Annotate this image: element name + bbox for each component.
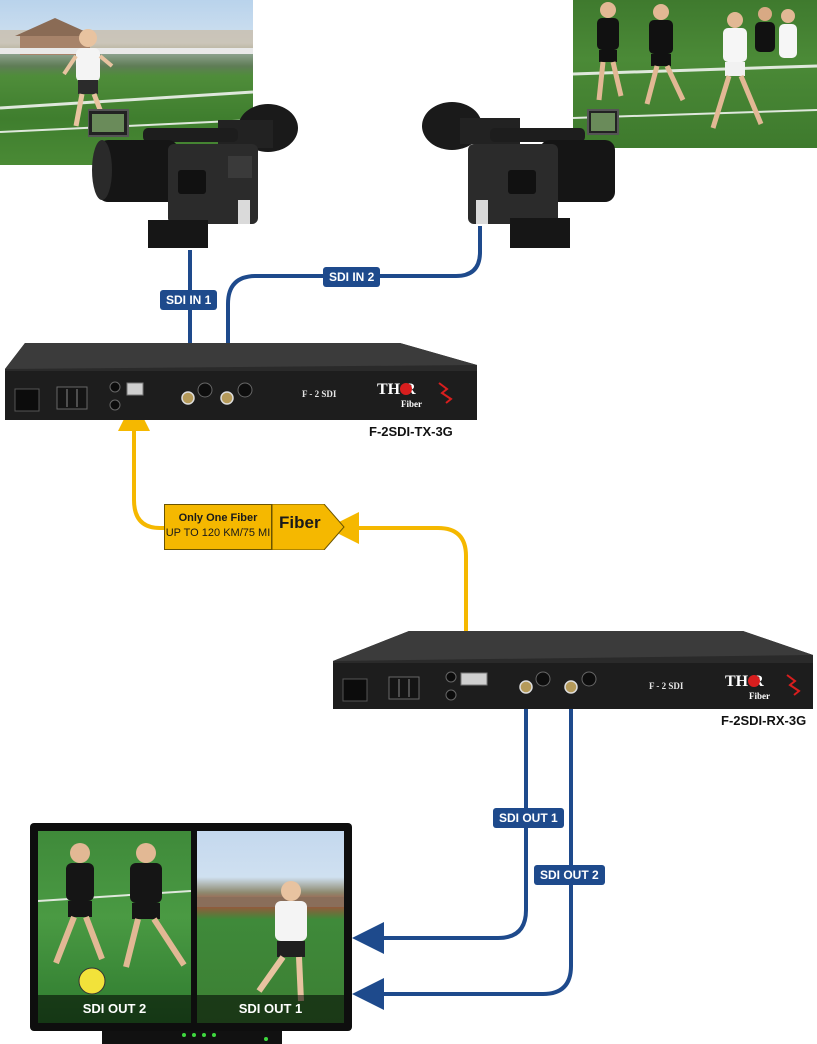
sdi-in-1-tag: SDI IN 1 (160, 290, 218, 310)
sdi-out-1-line (352, 690, 528, 954)
sdi-out-2-tag: SDI OUT 2 (534, 865, 605, 885)
receiver-brand-ball-icon (748, 675, 760, 687)
camera-1-scene-photo (0, 0, 253, 165)
fiber-line-tx (118, 399, 164, 530)
receiver-panel-text: F - 2 SDI (649, 681, 684, 691)
fiber-info-line1: Only One Fiber (178, 512, 258, 524)
fiber-info-line2: UP TO 120 KM/75 MI (165, 527, 271, 539)
monitor-stand (102, 1031, 282, 1044)
receiver-model-label: F-2SDI-RX-3G (721, 713, 807, 728)
monitor: SDI OUT 2 SDI OUT 1 (30, 823, 352, 1031)
camera-2-icon (422, 102, 619, 248)
fiber-info-box: Only One Fiber UP TO 120 KM/75 MI (164, 504, 272, 550)
monitor-screen-left: SDI OUT 2 (38, 831, 191, 1023)
sdi-in-2-tag: SDI IN 2 (323, 267, 381, 287)
transmitter-brand-sub: Fiber (401, 399, 422, 409)
transmitter-lightning-icon (438, 382, 453, 404)
fiber-flag-shape (272, 504, 345, 550)
receiver-lightning-icon (786, 674, 801, 696)
receiver-device: F - 2 SDI TH R Fiber (333, 631, 813, 709)
monitor-screen-right: SDI OUT 1 (197, 831, 344, 1023)
fiber-line (327, 512, 468, 652)
transmitter-model-label: F-2SDI-TX-3G (369, 424, 453, 439)
sdi-out-1-tag: SDI OUT 1 (493, 808, 564, 828)
fiber-flag-label: Fiber (279, 513, 321, 532)
transmitter-panel-text: F - 2 SDI (302, 389, 337, 399)
monitor-caption-left: SDI OUT 2 (38, 995, 191, 1023)
camera-1-icon (88, 104, 298, 248)
sdi-out-2-line (352, 690, 573, 1010)
transmitter-device: F - 2 SDI TH R Fiber (5, 343, 477, 420)
receiver-brand-sub: Fiber (749, 691, 770, 701)
monitor-caption-right: SDI OUT 1 (197, 995, 344, 1023)
transmitter-brand-ball-icon (400, 383, 412, 395)
